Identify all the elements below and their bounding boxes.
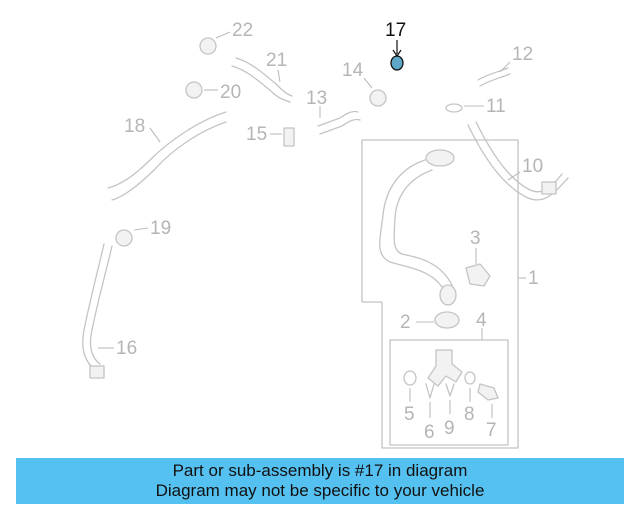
leader-22 xyxy=(215,31,231,39)
o-ring-8 xyxy=(464,371,476,385)
leader-10 xyxy=(507,171,521,181)
o-ring-5 xyxy=(403,370,417,386)
pipe-10-end xyxy=(541,181,557,195)
hose-12 xyxy=(477,67,509,81)
callout-17: 17 xyxy=(385,20,406,41)
hose-18-inner xyxy=(111,121,227,201)
clamp-19 xyxy=(115,229,133,247)
callout-3: 3 xyxy=(470,228,481,249)
callout-9: 9 xyxy=(444,418,455,439)
leader-14 xyxy=(363,77,373,89)
callout-15: 15 xyxy=(246,124,267,145)
callout-13: 13 xyxy=(306,88,327,109)
leader-21 xyxy=(277,69,281,83)
banner-line-2: Diagram may not be specific to your vehi… xyxy=(155,481,485,500)
callout-1: 1 xyxy=(528,268,539,289)
hose-18 xyxy=(107,111,227,189)
callout-19: 19 xyxy=(150,218,171,239)
callout-5: 5 xyxy=(404,404,415,425)
clip-6 xyxy=(425,383,435,399)
pipe-16-inner xyxy=(89,245,113,365)
leader-19 xyxy=(133,227,149,231)
pipe-16 xyxy=(82,243,105,371)
o-ring-17-highlighted[interactable] xyxy=(390,55,404,71)
parts-diagram: 1 2 3 4 5 6 7 8 9 10 11 12 13 14 15 16 1… xyxy=(82,20,569,449)
pipe-16-end xyxy=(89,365,105,379)
arrow-17 xyxy=(392,49,402,58)
callout-14: 14 xyxy=(342,60,364,81)
hose-21-inner xyxy=(231,65,291,103)
hose-12-inner xyxy=(479,73,511,87)
leader-12 xyxy=(499,61,511,73)
clip-9 xyxy=(445,383,455,397)
clamp-2 xyxy=(434,311,460,329)
callout-4: 4 xyxy=(476,310,487,331)
hose-13 xyxy=(317,110,359,127)
callout-22: 22 xyxy=(232,20,253,41)
callout-2: 2 xyxy=(400,312,411,333)
pipe-10-inner xyxy=(475,121,563,193)
callout-7: 7 xyxy=(486,420,497,441)
hose-end-bottom xyxy=(439,284,457,306)
hose-21 xyxy=(235,57,293,97)
callout-18: 18 xyxy=(124,116,145,137)
hose-13-inner xyxy=(319,118,361,135)
leader-18 xyxy=(149,127,161,143)
sensor-15 xyxy=(283,127,295,147)
assembly-outline xyxy=(361,139,519,449)
main-hose-inner xyxy=(393,169,453,286)
bracket-3 xyxy=(465,263,491,287)
info-banner: Part or sub-assembly is #17 in diagram D… xyxy=(16,458,624,504)
clamp-20 xyxy=(185,81,203,99)
t-fitting xyxy=(427,349,463,387)
callout-21: 21 xyxy=(266,50,287,71)
subassembly-box-4 xyxy=(389,339,509,446)
main-hose xyxy=(379,159,445,291)
callout-16: 16 xyxy=(116,338,137,359)
callout-11: 11 xyxy=(486,96,506,117)
callout-8: 8 xyxy=(464,404,475,425)
callout-12: 12 xyxy=(512,44,533,65)
callout-6: 6 xyxy=(424,422,435,443)
banner-line-1: Part or sub-assembly is #17 in diagram xyxy=(172,461,468,480)
callout-10: 10 xyxy=(522,156,543,177)
hose-end-top xyxy=(425,149,455,167)
clamp-22 xyxy=(199,37,217,55)
sensor-7 xyxy=(477,383,499,401)
clamp-14 xyxy=(369,89,387,107)
o-ring-11 xyxy=(445,103,463,113)
callout-20: 20 xyxy=(220,82,241,103)
